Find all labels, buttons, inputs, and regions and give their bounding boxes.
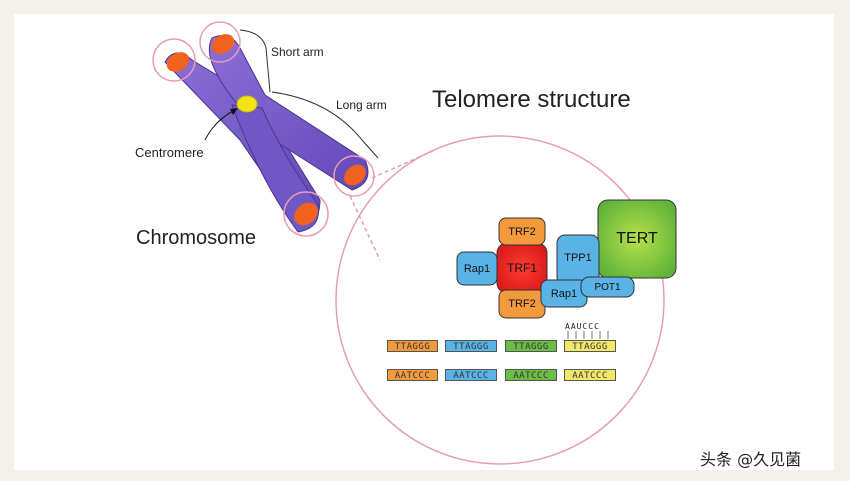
- chromosome-label: Chromosome: [136, 227, 257, 249]
- top-strand-seq-2: TTAGGG: [445, 340, 497, 352]
- zoom-line-bottom: [349, 195, 381, 261]
- rna-template-ticks: [567, 331, 609, 339]
- rna-template-label: AAUCCC: [565, 322, 600, 331]
- watermark: 头条 @久见菌: [700, 450, 802, 469]
- bottom-strand-seq-2: AATCCC: [445, 369, 497, 381]
- rap1-left-label: Rap1: [463, 262, 491, 275]
- trf2-top-box: [498, 217, 546, 246]
- top-strand-seq-4: TTAGGG: [564, 340, 616, 352]
- short-arm-bracket: [239, 29, 271, 93]
- figure-panel: [14, 14, 834, 470]
- rap1-left-box: [456, 251, 498, 286]
- bottom-strand-seq-1: AATCCC: [387, 369, 438, 381]
- telomere-cap-3: [344, 164, 366, 186]
- short-arm-label: Short arm: [271, 45, 324, 59]
- telomere-cap-4: [294, 202, 318, 226]
- pot1-box: [580, 276, 635, 298]
- rap1-right-label: Rap1: [550, 287, 578, 300]
- bottom-strand-seq-3: AATCCC: [505, 369, 557, 381]
- long-arm-bracket: [271, 91, 379, 159]
- telomere-cap-1: [166, 52, 190, 72]
- tip-circle-4: [283, 191, 329, 237]
- centromere-dot: [236, 95, 258, 113]
- diagram-title: Telomere structure: [432, 86, 631, 113]
- telomere-cap-2: [211, 34, 235, 54]
- trf2-top-label: TRF2: [508, 225, 536, 238]
- bottom-strand-seq-4: AATCCC: [564, 369, 616, 381]
- trf1-label: TRF1: [507, 261, 537, 275]
- top-strand-seq-3: TTAGGG: [505, 340, 557, 352]
- centromere-arrowhead: [230, 108, 238, 115]
- tip-circle-3: [333, 155, 375, 197]
- tip-circle-1: [152, 38, 196, 82]
- trf2-bottom-label: TRF2: [508, 298, 536, 310]
- pot1-label: POT1: [594, 281, 621, 293]
- chromosome: [164, 35, 369, 233]
- centromere-label: Centromere: [135, 145, 204, 160]
- long-arm-label: Long arm: [336, 98, 387, 112]
- top-strand-seq-1: TTAGGG: [387, 340, 438, 352]
- telomere-zoom-circle: [335, 135, 665, 465]
- tip-circle-2: [199, 21, 241, 63]
- chromatid-body: [231, 104, 320, 233]
- tpp1-label: TPP1: [564, 252, 592, 264]
- tert-label: TERT: [616, 230, 658, 247]
